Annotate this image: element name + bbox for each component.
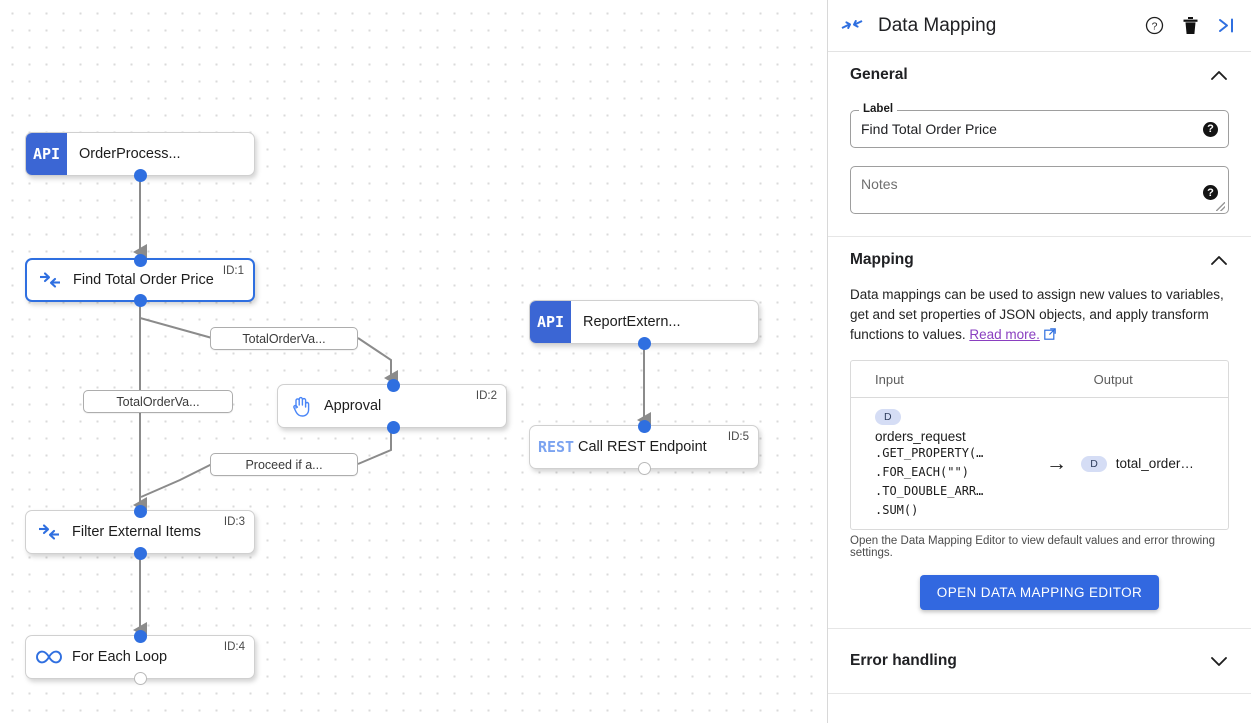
external-link-icon[interactable] bbox=[1044, 326, 1056, 346]
chevron-down-icon[interactable] bbox=[1209, 655, 1229, 668]
mapping-table-row[interactable]: D orders_request .GET_PROPERTY(… .FOR_EA… bbox=[851, 398, 1228, 529]
node-input-port[interactable] bbox=[637, 419, 651, 433]
section-divider bbox=[828, 693, 1251, 694]
node-call-rest-endpoint[interactable]: REST Call REST Endpoint ID:5 bbox=[529, 419, 759, 475]
node-order-process[interactable]: API OrderProcess... bbox=[25, 132, 255, 182]
data-mapping-icon bbox=[26, 523, 72, 541]
section-title: Error handling bbox=[850, 652, 957, 669]
hand-approval-icon bbox=[278, 395, 324, 417]
input-expression-line: .FOR_EACH("") bbox=[875, 465, 969, 479]
node-output-port[interactable] bbox=[637, 336, 651, 350]
help-icon[interactable]: ? bbox=[1145, 16, 1164, 35]
open-data-mapping-editor-button[interactable]: OPEN DATA MAPPING EDITOR bbox=[919, 575, 1160, 610]
node-report-external[interactable]: API ReportExtern... bbox=[529, 300, 759, 350]
node-filter-external-items[interactable]: Filter External Items ID:3 bbox=[25, 504, 255, 560]
panel-title: Data Mapping bbox=[878, 14, 997, 36]
node-output-port[interactable] bbox=[637, 461, 651, 475]
node-id-badge: ID:2 bbox=[475, 390, 497, 402]
resize-handle[interactable] bbox=[1216, 202, 1225, 211]
node-label: OrderProcess... bbox=[79, 146, 181, 162]
node-find-total-order-price[interactable]: Find Total Order Price ID:1 bbox=[25, 253, 255, 307]
section-divider bbox=[828, 236, 1251, 237]
mapping-section-header[interactable]: Mapping bbox=[840, 237, 1239, 283]
mapping-output-cell: D total_order… bbox=[1077, 455, 1228, 472]
edge-label[interactable]: Proceed if a... bbox=[210, 453, 358, 476]
node-input-port[interactable] bbox=[133, 504, 147, 518]
general-section: General Label Find Total Order Price ? N… bbox=[828, 52, 1251, 236]
node-output-port[interactable] bbox=[133, 546, 147, 560]
edge-connectors bbox=[133, 175, 651, 638]
general-section-header[interactable]: General bbox=[840, 52, 1239, 98]
trash-icon[interactable] bbox=[1182, 16, 1199, 35]
variable-type-badge: D bbox=[1081, 455, 1107, 472]
input-variable-name: orders_request bbox=[875, 429, 966, 444]
node-label: ReportExtern... bbox=[583, 314, 681, 330]
rest-badge-icon: REST bbox=[537, 438, 575, 456]
data-mapping-icon bbox=[840, 16, 864, 36]
node-for-each-loop[interactable]: For Each Loop ID:4 bbox=[25, 629, 255, 685]
node-label: Filter External Items bbox=[72, 524, 201, 540]
node-id-badge: ID:5 bbox=[727, 431, 749, 443]
label-field-legend: Label bbox=[859, 103, 898, 115]
node-output-port[interactable] bbox=[133, 671, 147, 685]
svg-text:?: ? bbox=[1152, 20, 1158, 32]
edge-label[interactable]: TotalOrderVa... bbox=[210, 327, 358, 350]
node-output-port[interactable] bbox=[133, 168, 147, 182]
input-expression-line: .SUM() bbox=[875, 503, 919, 517]
mapping-table-header: Input Output bbox=[851, 361, 1228, 398]
section-title: Mapping bbox=[850, 251, 914, 268]
notes-field[interactable]: Notes ? bbox=[850, 166, 1229, 214]
section-title: General bbox=[850, 66, 908, 83]
help-icon[interactable]: ? bbox=[1203, 121, 1218, 137]
api-badge-icon: API bbox=[530, 301, 571, 343]
input-expression-line: .TO_DOUBLE_ARR… bbox=[875, 484, 984, 498]
data-mapping-icon bbox=[27, 271, 73, 289]
node-label: Approval bbox=[324, 398, 382, 414]
mapping-button-row: OPEN DATA MAPPING EDITOR bbox=[840, 559, 1239, 628]
variable-type-badge: D bbox=[875, 409, 901, 425]
node-label: Call REST Endpoint bbox=[578, 439, 707, 455]
column-header-input: Input bbox=[875, 371, 904, 387]
mapping-section: Mapping Data mappings can be used to ass… bbox=[828, 237, 1251, 628]
mapping-hint-text: Open the Data Mapping Editor to view def… bbox=[850, 535, 1216, 559]
output-variable-name: total_order… bbox=[1115, 456, 1194, 471]
column-header-output: Output bbox=[1093, 371, 1133, 387]
section-divider bbox=[828, 628, 1251, 629]
node-label: For Each Loop bbox=[72, 649, 168, 665]
collapse-panel-icon[interactable] bbox=[1217, 16, 1237, 35]
node-input-port[interactable] bbox=[133, 629, 147, 643]
node-id-badge: ID:1 bbox=[222, 265, 244, 277]
notes-field-placeholder: Notes bbox=[861, 176, 898, 192]
node-id-badge: ID:3 bbox=[223, 516, 245, 528]
node-output-port[interactable] bbox=[133, 293, 147, 307]
input-expression-line: .GET_PROPERTY(… bbox=[875, 446, 984, 460]
node-output-port[interactable] bbox=[386, 420, 400, 434]
label-field-value: Find Total Order Price bbox=[861, 121, 997, 137]
help-icon[interactable]: ? bbox=[1203, 185, 1218, 200]
mapping-input-cell: D orders_request .GET_PROPERTY(… .FOR_EA… bbox=[851, 398, 1036, 529]
panel-header: Data Mapping ? bbox=[828, 0, 1251, 52]
mapping-description: Data mappings can be used to assign new … bbox=[840, 283, 1239, 346]
label-field[interactable]: Label Find Total Order Price ? bbox=[850, 103, 1229, 148]
api-badge-icon: API bbox=[26, 133, 67, 175]
mapping-arrow-icon: → bbox=[1045, 451, 1067, 475]
error-handling-section-header[interactable]: Error handling bbox=[840, 629, 1239, 693]
workflow-canvas[interactable]: API OrderProcess... Find Total Order Pri… bbox=[0, 0, 828, 723]
node-input-port[interactable] bbox=[386, 378, 400, 392]
node-label: Find Total Order Price bbox=[73, 272, 214, 288]
node-approval[interactable]: Approval ID:2 bbox=[277, 378, 507, 434]
node-id-badge: ID:4 bbox=[223, 641, 245, 653]
chevron-up-icon[interactable] bbox=[1209, 254, 1229, 267]
mapping-table: Input Output D orders_request .GET_PROPE… bbox=[850, 360, 1229, 530]
node-input-port[interactable] bbox=[133, 253, 147, 267]
read-more-link[interactable]: Read more. bbox=[969, 327, 1040, 342]
chevron-up-icon[interactable] bbox=[1209, 69, 1229, 82]
loop-infinity-icon bbox=[26, 649, 72, 665]
error-handling-section: Error handling bbox=[828, 629, 1251, 693]
properties-panel: Data Mapping ? bbox=[828, 0, 1251, 723]
edge-label[interactable]: TotalOrderVa... bbox=[83, 390, 233, 413]
mapping-description-text: Data mappings can be used to assign new … bbox=[850, 287, 1224, 342]
